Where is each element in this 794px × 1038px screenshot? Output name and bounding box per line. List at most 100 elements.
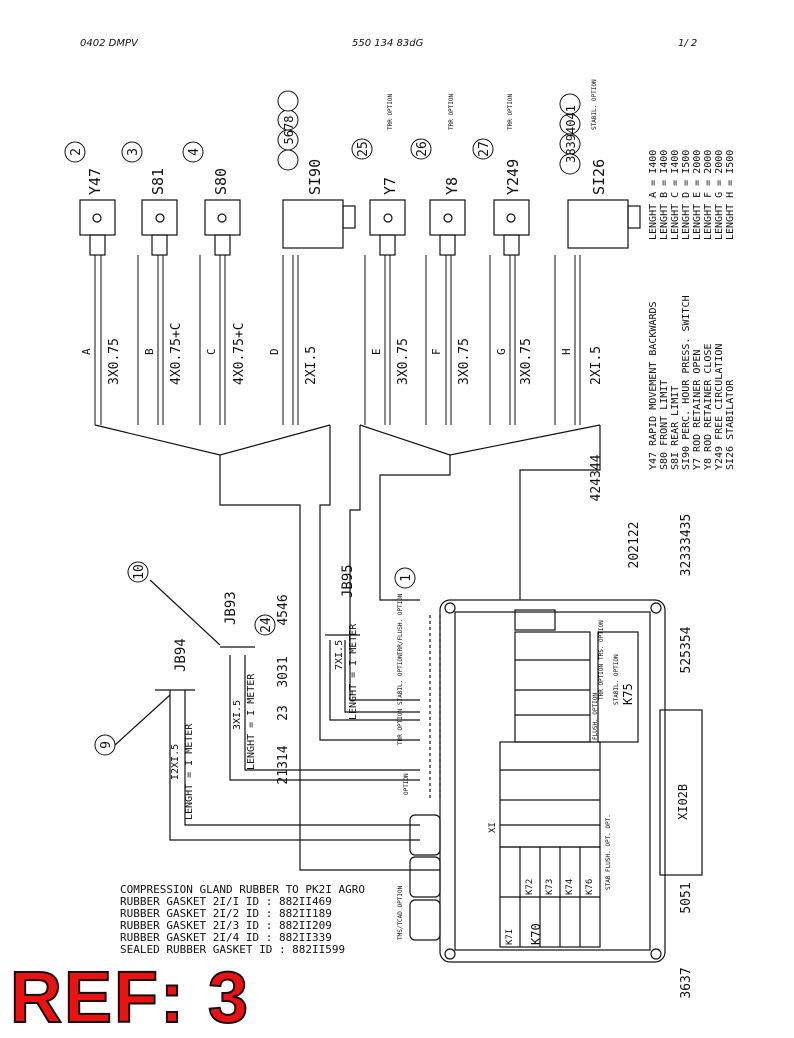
reference-balloons (64, 90, 581, 756)
ref-number: 21314 (276, 745, 291, 784)
option-note: STABIL. OPTION (397, 654, 404, 705)
option-note: TRR/FLUSH. OPTION (397, 593, 404, 655)
wire-size: 3X0.75 (396, 338, 411, 385)
component-codes: Y47 S81 S80 SI90 Y7 Y8 Y249 SI26 (86, 159, 608, 195)
legend-row: SI26 STABILATOR (725, 379, 736, 470)
gasket-line: RUBBER GASKET 2I/2 ID : 882II189 (120, 907, 332, 920)
junction-cable: 7XI.5 (334, 640, 345, 670)
length-table: LENGHT A = I400 LENGHT B = I400 LENGHT C… (648, 150, 736, 240)
doc-number: 550 134 83dG (352, 38, 424, 49)
relay-labels: K7I K72 K73 K74 K76 K70 XI K75 XI02B (488, 683, 690, 945)
option-note: TRR OPTION (387, 93, 394, 130)
component-code: S81 (149, 168, 167, 195)
length-letter: H (560, 348, 573, 355)
ref-number: 38394041 (564, 105, 578, 163)
gasket-line: COMPRESSION GLAND RUBBER TO PK2I AGRO (120, 883, 365, 896)
length-row: LENGHT A = I400 (648, 150, 659, 240)
length-row: LENGHT G = 2000 (714, 150, 725, 240)
option-note: TRR OPTION (448, 93, 455, 130)
length-row: LENGHT E = 2000 (692, 150, 703, 240)
ref-label: REF: 3 (9, 958, 251, 1038)
junction-name: JB93 (223, 591, 239, 625)
component-code: Y8 (443, 177, 461, 195)
relay-label: K73 (545, 879, 555, 895)
component-code: S80 (212, 168, 230, 195)
ref-number: 3 (126, 148, 141, 156)
ref-number: 32333435 (679, 514, 694, 577)
cable-runs (94, 255, 581, 425)
length-letter: G (495, 348, 508, 355)
length-letter: C (205, 348, 218, 355)
ref-number: 3031 (276, 656, 291, 687)
component-housings (79, 199, 641, 256)
option-note: STABIL. OPTION (591, 79, 598, 130)
gasket-line: SEALED RUBBER GASKET ID : 882II599 (120, 943, 345, 956)
legend-row: Y47 RAPID MOVEMENT BACKWARDS (648, 301, 659, 470)
relay-label: K76 (585, 879, 595, 895)
relay-label: K7I (505, 929, 515, 945)
relay-label: K70 (529, 923, 543, 945)
wire-size: 4X0.75+C (232, 322, 247, 385)
option-note: TRR OPTION (598, 663, 605, 700)
length-letter: E (370, 348, 383, 355)
ref-number: 5051 (679, 882, 694, 913)
ref-number: 4 (187, 148, 202, 156)
junction-length: LENGHT = I METER (184, 723, 195, 820)
wire-size: 2XI.5 (589, 346, 604, 385)
legend-row: Y8 ROD RETAINER CLOSE (703, 344, 714, 470)
length-row: LENGHT H = I500 (725, 150, 736, 240)
length-row: LENGHT D = I500 (681, 150, 692, 240)
gasket-line: RUBBER GASKET 2I/4 ID : 882II339 (120, 931, 332, 944)
legend-row: S80 FRONT LIMIT (659, 380, 670, 470)
junction-length: LENGHT = I METER (246, 673, 257, 770)
ref-number: 24 (259, 617, 274, 633)
junction-boxes: JB94 JB93 JB95 (173, 564, 356, 672)
gasket-line: RUBBER GASKET 2I/I ID : 882II469 (120, 895, 332, 908)
terminal-strip-label: XI (488, 822, 498, 833)
ref-number: 424344 (589, 454, 604, 501)
ref-number: 4546 (276, 594, 291, 625)
option-note: FLUSH. OPTION (592, 693, 599, 740)
relay-label: K75 (621, 683, 635, 705)
length-row: LENGHT B = I400 (659, 150, 670, 240)
length-row: LENGHT C = I400 (670, 150, 681, 240)
option-note: TRR OPTION (397, 708, 404, 745)
legend-row: Y7 ROD RETAINER OPEN (692, 350, 703, 470)
option-note: OPTION (403, 773, 410, 795)
connector-label: XI02B (676, 784, 690, 820)
length-row: LENGHT F = 2000 (703, 150, 714, 240)
ref-number: 10 (132, 564, 147, 580)
length-letter: B (143, 348, 156, 355)
option-note: STAB FLUSH. OPT. OPT. (605, 814, 612, 890)
wire-size: 3X0.75 (457, 338, 472, 385)
length-letters: A B C D E F G H (80, 348, 573, 355)
option-note: TMS/TCAD OPTION (397, 885, 404, 940)
relay-label: K74 (565, 879, 575, 895)
ref-number: 5678 (282, 116, 296, 145)
ref-number: 26 (415, 141, 430, 157)
component-code: Y249 (504, 159, 522, 195)
legend-row: Y249 FREE CIRCULATION (714, 344, 725, 470)
component-code: SI26 (590, 159, 608, 195)
ref-number: 2 (69, 148, 84, 156)
ref-number: 9 (99, 741, 114, 749)
component-legend: Y47 RAPID MOVEMENT BACKWARDS S80 FRONT L… (648, 295, 736, 470)
doc-code: 0402 DMPV (80, 38, 138, 49)
junction-name: JB94 (173, 638, 189, 672)
wire-size: 3X0.75 (519, 338, 534, 385)
page-number: 1/ 2 (678, 38, 698, 49)
ref-number: 27 (477, 141, 492, 157)
gasket-notes: COMPRESSION GLAND RUBBER TO PK2I AGRO RU… (120, 883, 365, 956)
ref-number: 3637 (679, 967, 694, 998)
wire-size: 3X0.75 (107, 338, 122, 385)
ref-number: 202122 (627, 522, 642, 569)
component-code: Y47 (86, 168, 104, 195)
junction-length: LENGHT = I METER (348, 623, 359, 720)
ref-number: 1 (399, 574, 414, 582)
wire-specs: 3X0.75 4X0.75+C 4X0.75+C 2XI.5 3X0.75 3X… (107, 322, 604, 385)
junction-specs: I2XI.5 LENGHT = I METER 3XI.5 LENGHT = I… (170, 623, 359, 820)
balloon-numbers: 2 3 4 5678 25 26 27 38394041 1 10 9 24 4… (69, 105, 694, 999)
length-letter: F (430, 348, 443, 355)
junction-name: JB95 (340, 564, 356, 598)
